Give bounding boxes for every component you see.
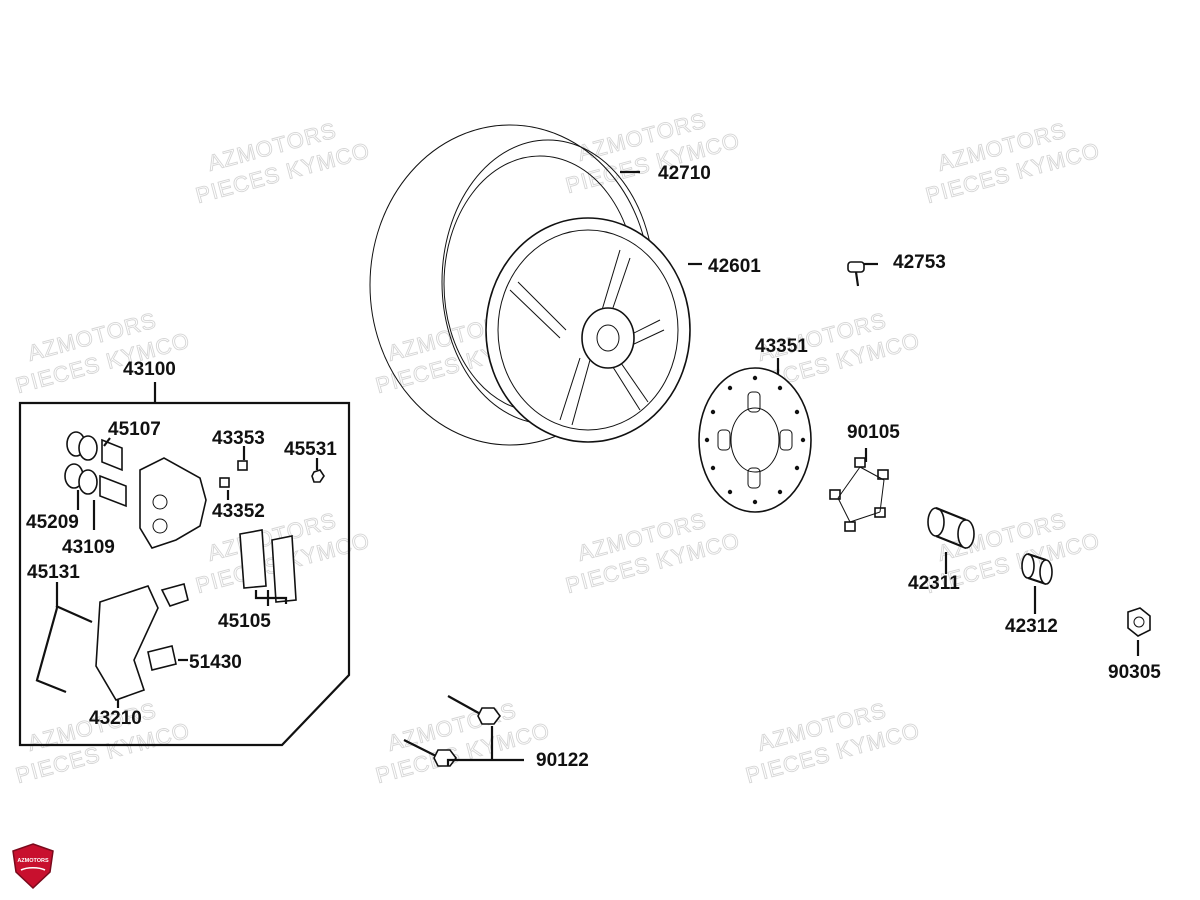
piston-small — [101, 438, 123, 472]
pin-bolt — [55, 604, 93, 624]
label-rim[interactable]: 42601 — [708, 256, 761, 277]
label-collar-small[interactable]: 42312 — [1005, 616, 1058, 637]
label-nut[interactable]: 45531 — [284, 439, 337, 460]
seal-ring — [78, 469, 98, 495]
part-labels: 42710 42601 42753 43351 90105 42311 4231… — [26, 163, 1161, 771]
seal-ring — [78, 435, 98, 461]
nut — [311, 469, 325, 483]
brake-disc — [698, 367, 812, 513]
label-pin-bolt[interactable]: 45131 — [27, 562, 80, 583]
caliper-assembly-frame — [18, 401, 351, 747]
label-tire[interactable]: 42710 — [658, 163, 711, 184]
collar-small — [1021, 552, 1053, 586]
logo-text: AZMOTORS — [17, 858, 49, 864]
label-axle-nut[interactable]: 90305 — [1108, 662, 1161, 683]
label-piston-large[interactable]: 43109 — [62, 537, 115, 558]
label-pad-spring[interactable]: 51430 — [189, 652, 242, 673]
label-disc-bolts[interactable]: 90105 — [847, 422, 900, 443]
bleeder-cap — [237, 460, 248, 471]
pin-bolt — [35, 678, 67, 694]
label-bleeder-screw[interactable]: 43352 — [212, 501, 265, 522]
rim-hub-bore — [596, 324, 620, 352]
caliper-body — [139, 457, 207, 549]
azmotors-logo: AZMOTORS — [12, 843, 54, 890]
disc-bolts — [829, 457, 889, 532]
label-collar[interactable]: 42311 — [908, 573, 960, 594]
label-caliper-assembly[interactable]: 43100 — [123, 359, 176, 380]
label-axle-bolts[interactable]: 90122 — [536, 750, 589, 771]
brake-pad — [239, 529, 267, 589]
watermarks: AZMOTORS PIECES KYMCO AZMOTORS PIECES KY… — [12, 107, 1103, 789]
pad-spring — [147, 645, 177, 671]
caliper-parts — [35, 431, 325, 701]
caliper-bracket — [95, 585, 159, 701]
rim-hub — [581, 307, 635, 369]
label-valve[interactable]: 42753 — [893, 252, 946, 273]
axle-nut — [1127, 607, 1151, 637]
label-pads[interactable]: 45105 — [218, 611, 271, 632]
rim-inner — [497, 229, 679, 431]
collar-large — [927, 506, 975, 550]
label-disc[interactable]: 43351 — [755, 336, 808, 357]
label-seal-set[interactable]: 45209 — [26, 512, 79, 533]
leader-lines — [35, 170, 1140, 766]
label-bleeder-cap[interactable]: 43353 — [212, 428, 265, 449]
label-piston-small[interactable]: 45107 — [108, 419, 161, 440]
axle-bolts — [403, 695, 501, 767]
piston-large — [99, 474, 127, 508]
pad-spring — [160, 583, 189, 607]
bleeder-screw — [219, 477, 230, 488]
brake-pad — [271, 535, 297, 603]
wheel-assembly — [369, 124, 691, 446]
valve-stem — [847, 261, 865, 287]
label-bracket[interactable]: 43210 — [89, 708, 142, 729]
